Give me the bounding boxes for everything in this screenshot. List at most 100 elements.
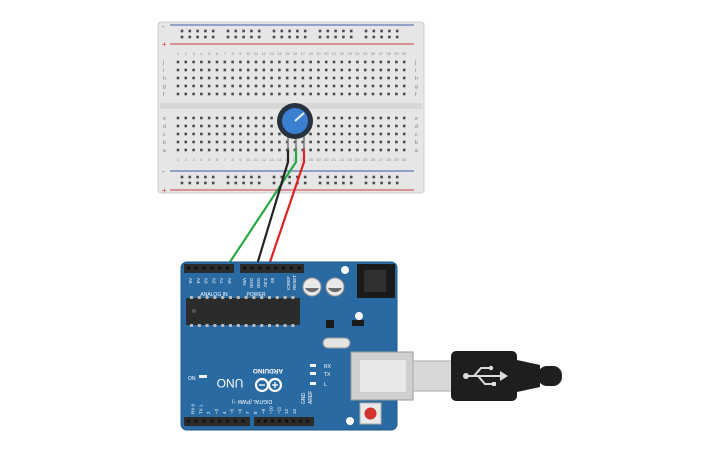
breadboard-hole[interactable] [223,76,227,80]
breadboard-hole[interactable] [309,68,312,72]
breadboard-hole[interactable] [204,175,207,179]
breadboard-hole[interactable] [215,140,219,144]
breadboard-hole[interactable] [324,76,328,80]
breadboard-hole[interactable] [371,116,375,120]
breadboard-hole[interactable] [317,84,320,88]
breadboard-hole[interactable] [285,68,289,72]
breadboard-hole[interactable] [207,124,211,128]
header-socket[interactable] [306,419,309,423]
breadboard-hole[interactable] [340,148,344,152]
breadboard-hole[interactable] [192,124,195,128]
breadboard-hole[interactable] [379,140,383,144]
breadboard-hole[interactable] [303,175,307,179]
breadboard-hole[interactable] [176,124,180,128]
breadboard-hole[interactable] [176,132,180,136]
breadboard-hole[interactable] [342,181,345,185]
breadboard-hole[interactable] [356,124,359,128]
header-socket[interactable] [202,419,206,423]
breadboard-hole[interactable] [242,29,245,33]
breadboard-hole[interactable] [272,35,276,39]
breadboard-hole[interactable] [239,124,242,128]
breadboard-hole[interactable] [262,92,266,96]
breadboard-hole[interactable] [301,148,305,152]
breadboard-hole[interactable] [387,60,390,64]
breadboard-hole[interactable] [379,148,383,152]
breadboard-hole[interactable] [317,92,320,96]
usb-cable[interactable] [412,351,562,401]
breadboard-hole[interactable] [246,84,250,88]
breadboard-hole[interactable] [332,148,336,152]
breadboard-hole[interactable] [184,132,188,136]
breadboard-hole[interactable] [278,84,281,88]
header-socket[interactable] [297,266,301,270]
breadboard-hole[interactable] [309,148,312,152]
breadboard-hole[interactable] [395,132,398,136]
header-socket[interactable] [194,419,198,423]
breadboard-hole[interactable] [278,92,281,96]
breadboard-hole[interactable] [262,60,266,64]
breadboard-hole[interactable] [395,181,399,185]
breadboard-hole[interactable] [262,140,266,144]
breadboard-hole[interactable] [239,148,242,152]
breadboard-hole[interactable] [176,84,180,88]
breadboard-hole[interactable] [293,84,297,88]
breadboard-hole[interactable] [372,35,376,39]
breadboard-hole[interactable] [270,84,273,88]
breadboard-hole[interactable] [270,132,273,136]
breadboard-hole[interactable] [176,60,180,64]
reset-button-cap[interactable] [364,407,377,420]
breadboard-hole[interactable] [379,60,383,64]
breadboard-hole[interactable] [364,175,368,179]
breadboard-hole[interactable] [246,140,250,144]
breadboard-hole[interactable] [301,60,305,64]
header-socket[interactable] [285,419,288,423]
breadboard-hole[interactable] [318,35,322,39]
breadboard-hole[interactable] [211,29,215,33]
breadboard-hole[interactable] [395,29,399,33]
breadboard-hole[interactable] [309,60,312,64]
breadboard-hole[interactable] [270,76,273,80]
breadboard-hole[interactable] [204,35,207,39]
breadboard-holes[interactable] [176,29,406,185]
breadboard-hole[interactable] [231,132,234,136]
breadboard-hole[interactable] [293,92,297,96]
breadboard-hole[interactable] [326,29,330,33]
header-socket[interactable] [233,419,237,423]
breadboard-hole[interactable] [348,60,351,64]
breadboard-hole[interactable] [234,181,238,185]
breadboard-hole[interactable] [207,148,211,152]
breadboard-hole[interactable] [356,76,359,80]
potentiometer-icon[interactable] [277,103,313,150]
breadboard-hole[interactable] [380,35,383,39]
breadboard-hole[interactable] [293,76,297,80]
breadboard-hole[interactable] [340,68,344,72]
breadboard-hole[interactable] [332,92,336,96]
breadboard-hole[interactable] [184,60,188,64]
breadboard-hole[interactable] [371,132,375,136]
breadboard-hole[interactable] [280,35,284,39]
breadboard-hole[interactable] [334,35,337,39]
breadboard-hole[interactable] [246,132,250,136]
breadboard-hole[interactable] [371,148,375,152]
breadboard-hole[interactable] [254,124,258,128]
breadboard-hole[interactable] [296,29,299,33]
breadboard-hole[interactable] [332,116,336,120]
breadboard-hole[interactable] [301,84,305,88]
breadboard-hole[interactable] [231,92,234,96]
breadboard-hole[interactable] [356,84,359,88]
breadboard-hole[interactable] [211,35,215,39]
header-socket[interactable] [250,266,254,270]
breadboard-hole[interactable] [254,76,258,80]
breadboard-hole[interactable] [324,148,328,152]
header-socket[interactable] [289,266,293,270]
breadboard-hole[interactable] [239,140,242,144]
breadboard-hole[interactable] [239,60,242,64]
breadboard-hole[interactable] [270,124,273,128]
breadboard-hole[interactable] [285,76,289,80]
breadboard-hole[interactable] [324,116,328,120]
breadboard-hole[interactable] [196,181,199,185]
header-socket[interactable] [218,266,222,270]
breadboard-hole[interactable] [184,68,188,72]
breadboard-hole[interactable] [278,60,281,64]
breadboard-hole[interactable] [293,140,297,144]
